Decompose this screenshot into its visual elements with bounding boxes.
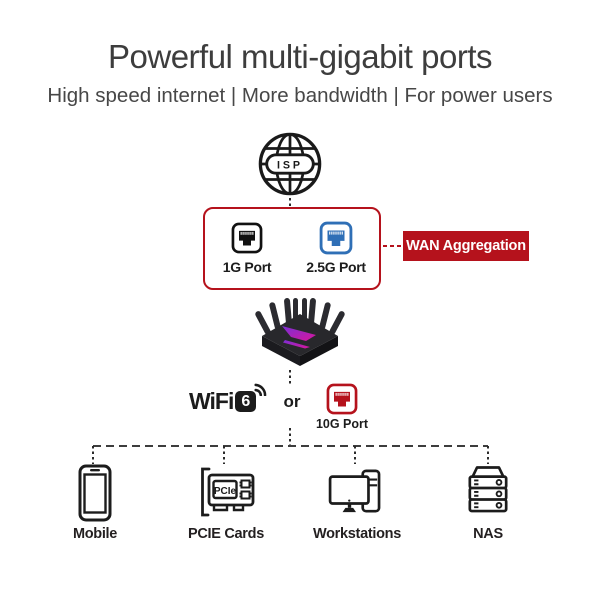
port-10g-label: 10G Port [315,417,369,431]
pcie-chip-text: PCIe [214,486,237,497]
rog-router-image [255,298,345,366]
wifi-signal-icon [254,383,267,396]
wan-aggregation-badge: WAN Aggregation [403,231,529,261]
wifi6-digit: 6 [241,392,251,410]
isp-label: ISP [277,159,303,171]
device-label-workstations: Workstations [313,526,401,542]
page-title: Powerful multi-gigabit ports [108,38,493,75]
port-2-5g-label: 2.5G Port [306,259,366,275]
ethernet-port-1g-icon [231,222,263,254]
device-label-mobile: Mobile [72,526,118,542]
wifi-wordmark: WiFi [189,387,234,414]
rog-logo [282,326,316,341]
globe-isp-icon: ISP [258,132,322,196]
port-1g-label: 1G Port [222,259,272,275]
ethernet-port-2-5g-icon [319,221,353,255]
wan-ports-panel [203,207,381,290]
nas-server-icon [468,466,508,513]
device-label-nas: NAS [473,526,503,542]
workstation-icon [328,469,381,513]
pcie-card-icon: PCIe [201,467,255,517]
page-subtitle: High speed internet | More bandwidth | F… [47,84,553,107]
device-label-pcie-cards: PCIE Cards [188,526,264,542]
phone-icon [78,464,112,522]
or-label: or [283,392,301,411]
ethernet-port-10g-icon [326,383,358,415]
wifi6-logo: WiFi 6 [189,383,267,417]
wifi6-generation-badge: 6 [235,383,267,412]
